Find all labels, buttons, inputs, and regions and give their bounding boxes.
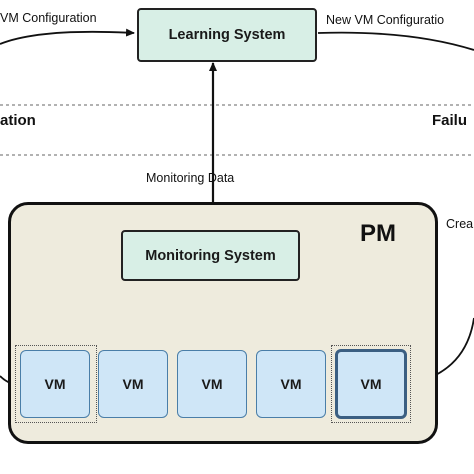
pm-label: PM xyxy=(360,220,396,247)
learning-system-label: Learning System xyxy=(168,27,286,43)
label-failure-clipped: Failu xyxy=(432,112,468,129)
vm-slot-right xyxy=(331,345,411,423)
vm-label: VM xyxy=(360,376,382,392)
vm-box-4: VM xyxy=(256,350,326,418)
vm-slot-left xyxy=(15,345,97,423)
vm-label: VM xyxy=(201,376,223,392)
label-left-clipped: ation xyxy=(0,112,36,129)
monitoring-system-box: Monitoring System xyxy=(121,230,300,281)
vm-label: VM xyxy=(44,376,66,392)
monitoring-system-label: Monitoring System xyxy=(145,247,276,264)
vm-label: VM xyxy=(122,376,144,392)
label-monitoring-data: Monitoring Data xyxy=(146,171,235,185)
arrow-vm-config-to-learning xyxy=(0,28,135,45)
arrow-learning-to-new-config xyxy=(317,31,474,51)
learning-system-box: Learning System xyxy=(137,8,317,62)
vm-box-3: VM xyxy=(177,350,247,418)
vm-box-1: VM xyxy=(20,350,90,418)
label-vm-configuration: VM Configuration xyxy=(0,11,97,25)
vm-label: VM xyxy=(280,376,302,392)
label-new-vm-configuration: New VM Configuratio xyxy=(326,13,445,27)
vm-box-new: VM xyxy=(335,349,407,419)
vm-box-2: VM xyxy=(98,350,168,418)
label-create-clipped: Crea xyxy=(446,217,474,231)
